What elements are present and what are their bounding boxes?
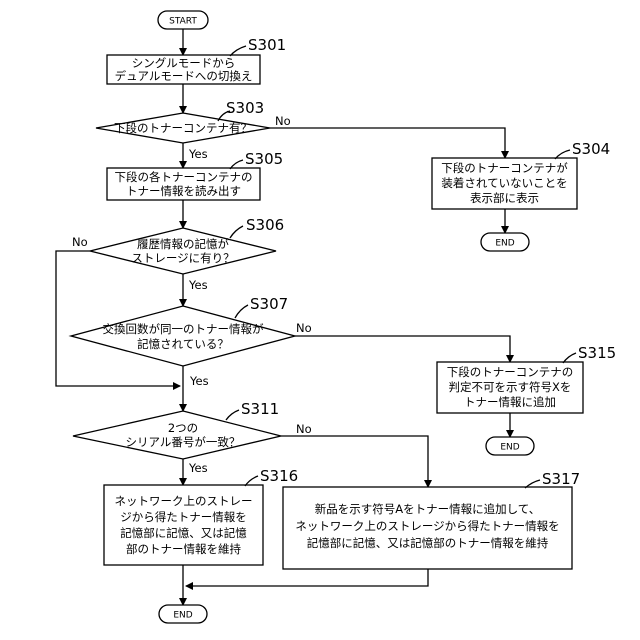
end-label-main: END [173, 611, 192, 621]
s307-line1: 交換回数が同一のトナー情報が [103, 322, 264, 336]
end-label-s304: END [495, 239, 514, 249]
s316-line4: 部のトナー情報を維持 [126, 542, 241, 556]
callout-s304: S304 [555, 140, 610, 159]
step-s317: S317 [542, 470, 580, 488]
s315-line3: トナー情報に追加 [464, 395, 556, 409]
s306-yes-label: Yes [188, 278, 208, 292]
process-s305: 下段の各トナーコンテナの トナー情報を読み出す [107, 168, 260, 200]
callout-s316: S316 [245, 467, 298, 486]
s301-line2: デュアルモードへの切換え [115, 69, 253, 83]
callout-s301: S301 [230, 36, 286, 56]
s311-yes-label: Yes [188, 461, 208, 475]
end-label-s315: END [500, 443, 519, 453]
s301-line1: シングルモードから [132, 56, 236, 70]
step-s311: S311 [241, 400, 279, 418]
step-s307: S307 [250, 295, 288, 313]
end-terminal-s315: END [486, 437, 534, 455]
process-s316: ネットワーク上のストレー ジから得たトナー情報を 記憶部に記憶、又は記憶 部のト… [104, 485, 263, 565]
s303-no-label: No [275, 114, 291, 128]
callout-s303: S303 [218, 99, 264, 121]
callout-s306: S306 [230, 216, 284, 238]
edge-s303-s304-no [270, 128, 505, 158]
s306-line2: ストレージに有り？ [131, 251, 234, 265]
step-s305: S305 [245, 150, 283, 168]
process-s317: 新品を示す符号Aをトナー情報に追加して、 ネットワーク上のストレージから得たトナ… [283, 487, 572, 569]
s307-yes-label: Yes [189, 374, 209, 388]
s316-line2: ジから得たトナー情報を [120, 510, 247, 524]
callout-s307: S307 [235, 295, 288, 318]
s311-line1: 2つの [168, 421, 198, 435]
s316-line1: ネットワーク上のストレー [115, 494, 253, 508]
s317-line1: 新品を示す符号Aをトナー情報に追加して、 [315, 502, 540, 516]
edge-s307-s315-no [295, 336, 510, 362]
s306-line1: 履歴情報の記憶が [137, 237, 229, 251]
s303-line1: 下段のトナーコンテナ有？ [114, 121, 252, 135]
start-label: START [169, 17, 197, 27]
s315-line1: 下段のトナーコンテナの [447, 365, 574, 379]
edge-s317-merge [186, 569, 428, 586]
step-s301: S301 [248, 36, 286, 54]
process-s315: 下段のトナーコンテナの 判定不可を示す符号Xを トナー情報に追加 [437, 362, 583, 413]
s305-line2: トナー情報を読み出す [126, 184, 241, 198]
step-s306: S306 [246, 216, 284, 234]
step-s303: S303 [226, 99, 264, 117]
s311-no-label: No [296, 422, 312, 436]
callout-s311: S311 [226, 400, 279, 420]
s304-line2: 装着されていないことを [441, 176, 567, 190]
start-terminal: START [158, 11, 208, 29]
s303-yes-label: Yes [188, 147, 208, 161]
s307-no-label: No [296, 321, 312, 335]
callout-s315: S315 [563, 344, 616, 363]
callout-s317: S317 [525, 470, 580, 488]
process-s301: シングルモードから デュアルモードへの切換え [107, 55, 260, 84]
decision-s303: 下段のトナーコンテナ有？ [96, 113, 270, 143]
step-s316: S316 [260, 467, 298, 485]
s311-line2: シリアル番号が一致？ [126, 435, 241, 449]
edge-s311-s317-no [281, 436, 428, 487]
s305-line1: 下段の各トナーコンテナの [115, 170, 253, 184]
decision-s307: 交換回数が同一のトナー情報が 記憶されている？ [71, 306, 295, 366]
end-terminal-s304: END [481, 233, 529, 251]
s307-line2: 記憶されている？ [137, 337, 229, 351]
step-s315: S315 [578, 344, 616, 362]
s306-no-label: No [72, 235, 88, 249]
process-s304: 下段のトナーコンテナが 装着されていないことを 表示部に表示 [432, 158, 577, 209]
s304-line1: 下段のトナーコンテナが [441, 161, 568, 175]
end-terminal-main: END [159, 605, 207, 623]
decision-s306: 履歴情報の記憶が ストレージに有り？ [90, 228, 276, 274]
s317-line3: 記憶部に記憶、又は記憶部のトナー情報を維持 [307, 536, 549, 550]
step-s304: S304 [572, 140, 610, 158]
s316-line3: 記憶部に記憶、又は記憶 [120, 526, 247, 540]
decision-s311: 2つの シリアル番号が一致？ [73, 411, 281, 459]
s317-line2: ネットワーク上のストレージから得たトナー情報を [295, 519, 559, 533]
s304-line3: 表示部に表示 [470, 191, 539, 205]
step-callouts: S301 S303 S304 S305 S306 S307 S315 S311 [218, 36, 616, 488]
s315-line2: 判定不可を示す符号Xを [449, 380, 572, 394]
callout-s305: S305 [230, 150, 283, 169]
